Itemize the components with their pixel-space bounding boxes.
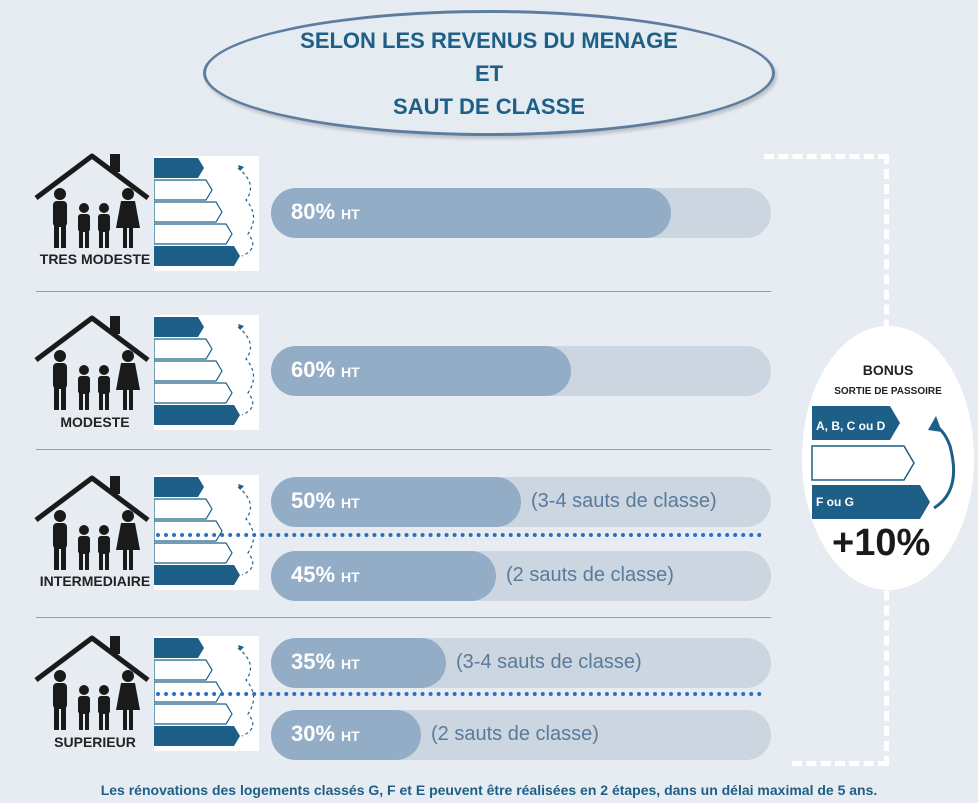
family-house-icon xyxy=(30,314,156,419)
bar-track: 45%HT (2 sauts de classe) xyxy=(271,551,771,601)
bonus-panel: BONUS SORTIE DE PASSOIRE A, B, C ou D F … xyxy=(802,326,974,590)
title-line-1: SELON LES REVENUS DU MENAGE xyxy=(300,27,678,53)
bonus-title: BONUS xyxy=(862,362,914,378)
bonus-value: +10% xyxy=(832,522,931,564)
bar-track: 80%HT xyxy=(271,188,771,238)
bar-track: 35%HT (3-4 sauts de classe) xyxy=(271,638,771,688)
row-divider xyxy=(36,449,771,450)
energy-label-icon xyxy=(153,156,259,271)
dotted-separator xyxy=(156,533,762,537)
arrowhead-icon xyxy=(928,416,942,432)
bar-value-label: 50%HT xyxy=(291,488,360,513)
bar-value-label: 30%HT xyxy=(291,721,360,746)
bar-value-label: 80%HT xyxy=(291,199,360,224)
bar-note-label: (2 sauts de classe) xyxy=(506,564,674,586)
income-category-label: SUPERIEUR xyxy=(54,734,136,750)
bar-fill xyxy=(271,638,446,688)
energy-class-low-arrow xyxy=(812,485,930,519)
family-house-icon xyxy=(30,152,156,257)
bonus-from-label: A, B, C ou D xyxy=(816,419,886,433)
energy-class-high-arrow xyxy=(812,406,900,440)
bar-fill xyxy=(271,551,496,601)
bar-value-label: 60%HT xyxy=(291,357,360,382)
energy-label-icon xyxy=(153,475,259,590)
family-house-icon xyxy=(30,474,156,579)
family-house-icon xyxy=(30,634,156,739)
bar-note-label: (3-4 sauts de classe) xyxy=(531,490,717,512)
bar-value-label: 45%HT xyxy=(291,562,360,587)
energy-class-mid-arrow xyxy=(811,445,915,481)
bar-track: 60%HT xyxy=(271,346,771,396)
dashed-frame-bottom xyxy=(792,761,888,766)
bar-note-label: (2 sauts de classe) xyxy=(431,723,599,745)
bonus-subtitle: SORTIE DE PASSOIRE xyxy=(834,386,942,397)
bar-track: 50%HT (3-4 sauts de classe) xyxy=(271,477,771,527)
bar-note-label: (3-4 sauts de classe) xyxy=(456,651,642,673)
bonus-arrows xyxy=(811,406,956,519)
energy-label-icon xyxy=(153,315,259,430)
bar-fill xyxy=(271,188,671,238)
dotted-separator xyxy=(156,692,762,696)
income-category-label: INTERMEDIAIRE xyxy=(39,573,151,589)
bar-fill xyxy=(271,346,571,396)
bar-value-label: 35%HT xyxy=(291,649,360,674)
bonus-to-label: F ou G xyxy=(816,495,854,509)
title-line-3: SAUT DE CLASSE xyxy=(393,93,585,119)
title-line-2: ET xyxy=(474,60,504,86)
row-divider xyxy=(36,291,771,292)
bar-fill xyxy=(271,710,421,760)
footer-note: Les rénovations des logements classés G,… xyxy=(100,782,878,798)
row-divider xyxy=(36,617,771,618)
curved-arrow-icon xyxy=(931,422,956,510)
income-category-label: MODESTE xyxy=(60,414,130,430)
title-oval: SELON LES REVENUS DU MENAGE ET SAUT DE C… xyxy=(203,10,775,136)
bar-fill xyxy=(271,477,521,527)
bar-track: 30%HT (2 sauts de classe) xyxy=(271,710,771,760)
dashed-frame-top xyxy=(764,154,888,159)
income-category-label: TRES MODESTE xyxy=(39,251,151,267)
